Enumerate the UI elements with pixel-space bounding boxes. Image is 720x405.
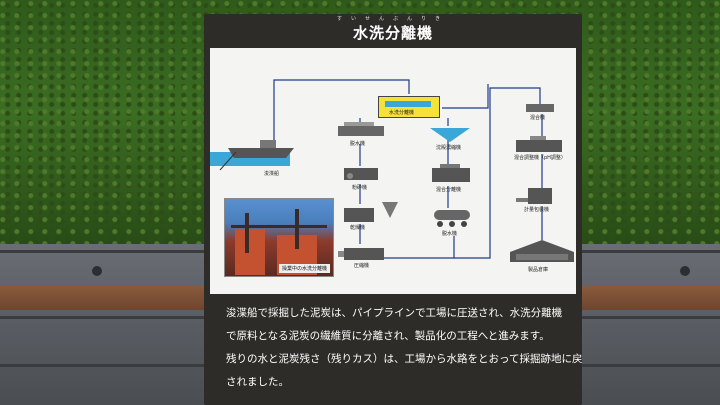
- dredger-ship-icon: [210, 140, 294, 171]
- description-line: で原料となる泥炭の繊維質に分離され、製品化の工程へと進みます。: [226, 330, 550, 342]
- label-dryer: 乾燥機: [350, 225, 366, 231]
- label-compressor: 圧縮機: [354, 263, 370, 269]
- description-text: 浚渫船で採掘した泥炭は、パイプラインで工場に圧送され、水洗分離機 で原料となる泥…: [226, 302, 583, 402]
- label-grinder: 粉砕機: [352, 185, 368, 191]
- settling-tank-icon: [430, 128, 470, 142]
- label-mixing-separator: 混合分離機: [436, 187, 462, 193]
- label-mix-adjust: 混合調整機（pH調整）: [514, 155, 566, 161]
- flow-line-dredger-to-separator: [273, 79, 410, 144]
- separator-highlight: 水洗分離機: [378, 96, 440, 118]
- title-ruby: すいせんぶんりき: [336, 16, 449, 22]
- filter-icon: [434, 210, 470, 227]
- label-dewatering: 脱水機: [350, 141, 366, 147]
- photo-caption: 操業中の水洗分離機: [278, 264, 330, 273]
- photo-beam: [295, 209, 299, 249]
- label-mixer: 混合機: [530, 115, 546, 121]
- diagram-panel: 水洗分離機 浚渫船 脱水機 沈殿濃縮機 粉砕機 混合分離機 乾燥機 脱水機 圧縮…: [210, 48, 576, 294]
- dryer-icon: [344, 202, 398, 222]
- label-settling: 沈殿濃縮機: [436, 145, 462, 151]
- photo-beam: [245, 213, 249, 253]
- label-packer: 計量包装機: [524, 207, 550, 213]
- label-dredger: 浚渫船: [264, 171, 280, 177]
- packer-icon: [516, 188, 552, 204]
- mix-adjust-icon: [516, 136, 562, 152]
- separator-tank-icon: [385, 101, 431, 107]
- dewatering-machine-icon: [338, 122, 384, 136]
- fence-bolt: [680, 266, 690, 276]
- description-line: 浚渫船で採掘した泥炭は、パイプラインで工場に圧送され、水洗分離機: [226, 307, 563, 319]
- factory-photo: 操業中の水洗分離機: [224, 198, 334, 277]
- warehouse-icon: [510, 240, 574, 262]
- mixer-icon: [526, 104, 554, 112]
- grinder-icon: [344, 168, 378, 180]
- label-filter: 脱水機: [442, 231, 458, 237]
- info-sign-board: すいせんぶんりき 水洗分離機: [204, 14, 582, 405]
- label-separator: 水洗分離機: [389, 110, 415, 116]
- compressor-icon: [338, 248, 384, 260]
- mixing-separator-icon: [432, 164, 470, 182]
- description-line: されました。: [226, 376, 289, 388]
- photo-beam: [231, 225, 327, 228]
- description-line: 残りの水と泥炭残さ（残りカス）は、工場から水路をとおって採掘跡地に戻: [226, 353, 583, 365]
- fence-bolt: [92, 266, 102, 276]
- process-flow-diagram: [210, 79, 574, 262]
- sign-title: 水洗分離機: [352, 24, 433, 42]
- photo-structure: [235, 229, 265, 275]
- label-warehouse: 製品倉庫: [528, 267, 549, 273]
